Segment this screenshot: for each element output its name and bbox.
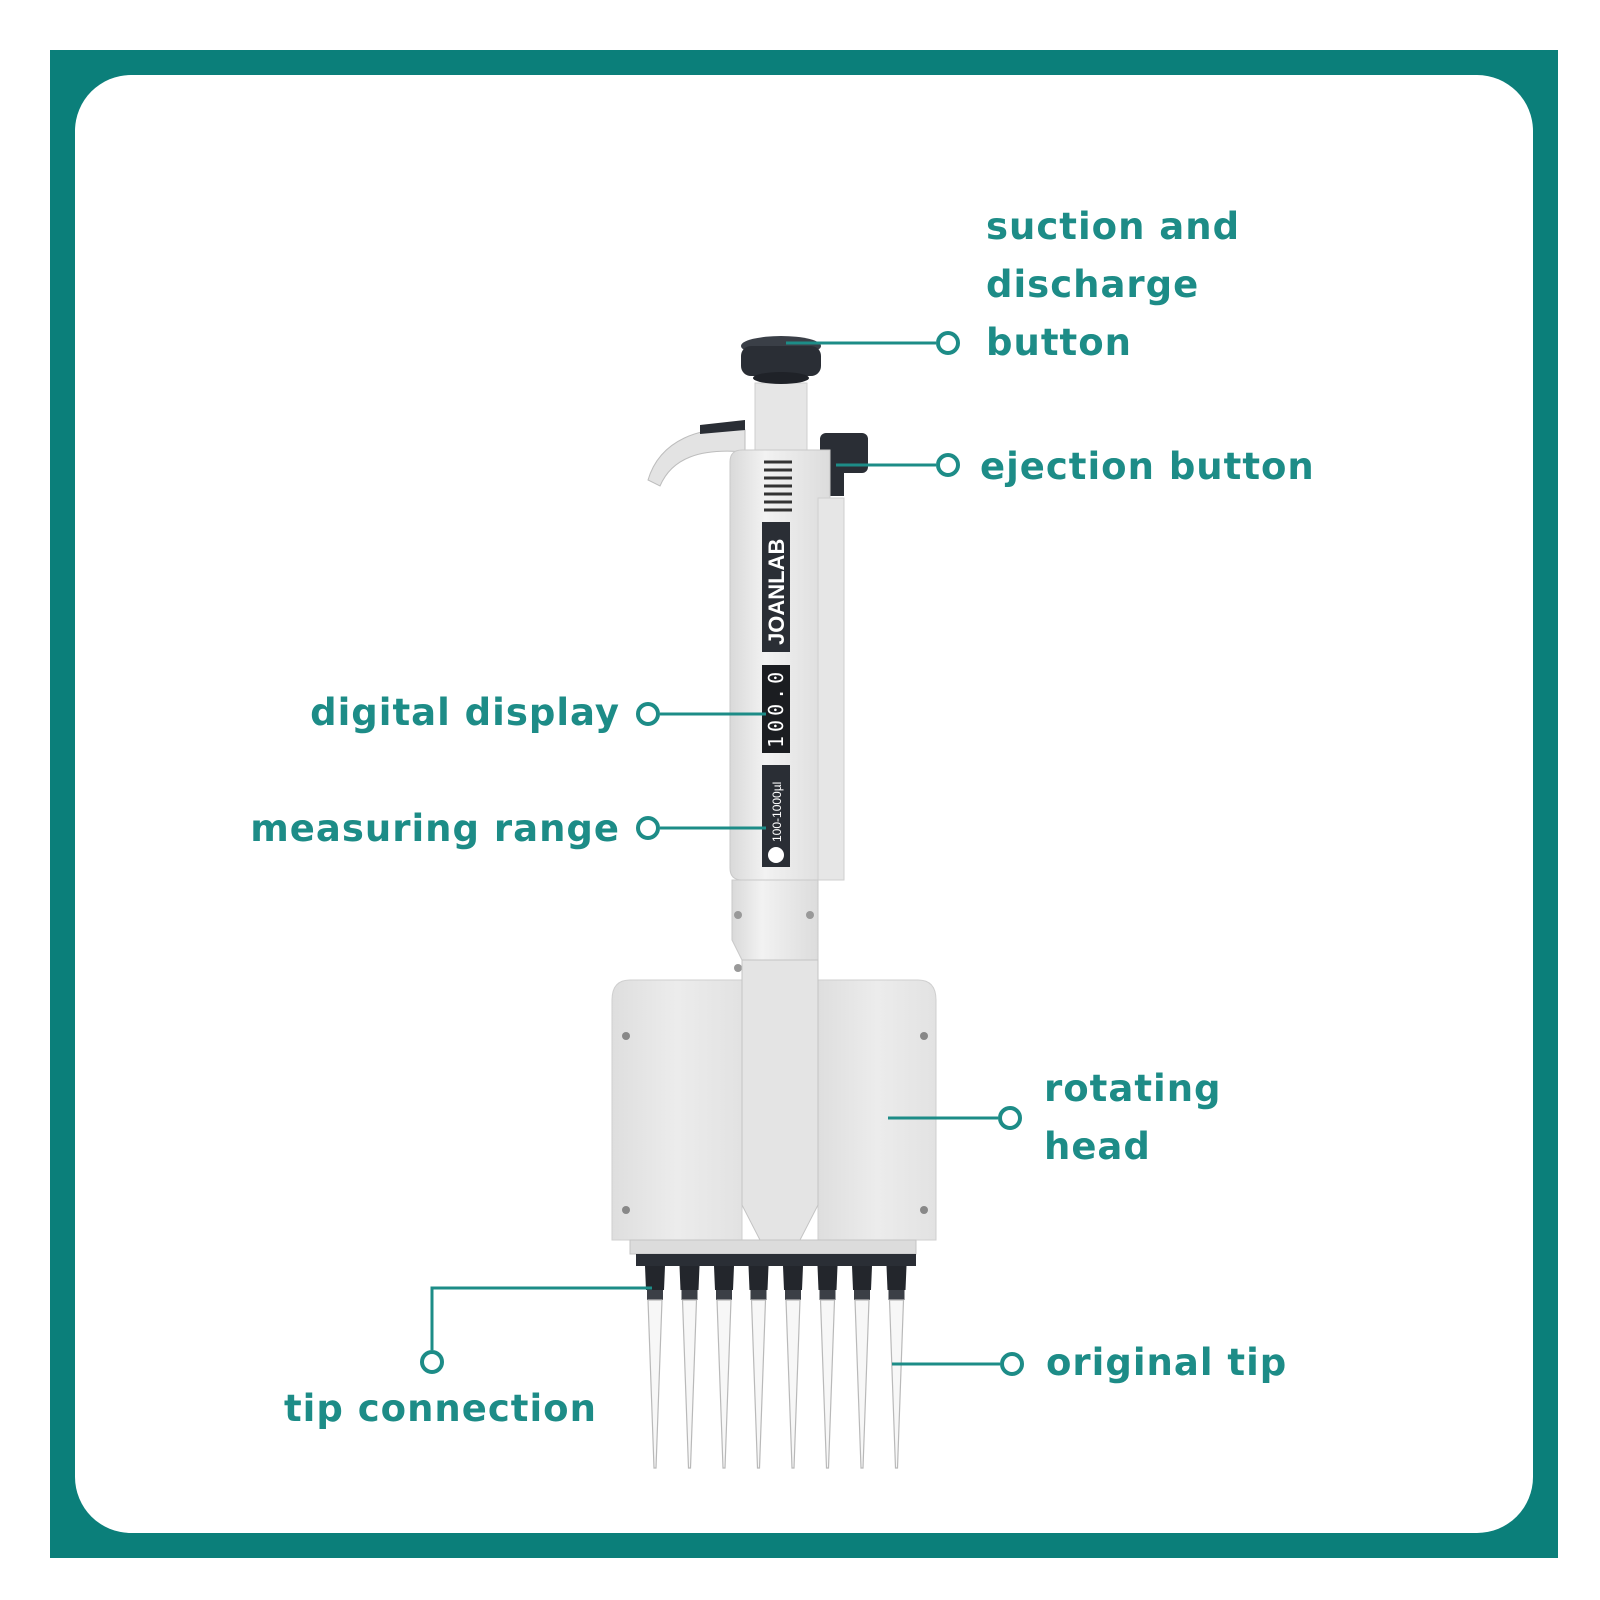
nozzle bbox=[679, 1266, 700, 1290]
display-value-text: 100.0 bbox=[764, 668, 788, 748]
label-suction-discharge-button: suction and discharge button bbox=[986, 205, 1241, 364]
pipette-tips bbox=[647, 1299, 905, 1469]
label-ejection-button: ejection button bbox=[980, 445, 1315, 488]
pipette-tip bbox=[888, 1299, 905, 1469]
nozzle-ring bbox=[819, 1290, 836, 1300]
nozzle bbox=[852, 1266, 872, 1290]
nozzle-bar bbox=[636, 1254, 916, 1266]
label-measuring-range: measuring range bbox=[250, 807, 620, 850]
grip-ridges bbox=[764, 460, 792, 512]
pipette-tip bbox=[785, 1299, 801, 1469]
nozzle-ring bbox=[750, 1290, 767, 1300]
range-text: 100-1000µl bbox=[770, 782, 784, 842]
nozzle-ring bbox=[888, 1290, 905, 1300]
nozzle-ring bbox=[681, 1290, 698, 1300]
leader-lines bbox=[420, 331, 1024, 1376]
pipette-tip bbox=[716, 1299, 732, 1469]
nozzle-ring bbox=[716, 1290, 732, 1300]
nozzle bbox=[748, 1266, 769, 1290]
nozzle-ring bbox=[647, 1290, 663, 1300]
brand-strip bbox=[762, 522, 790, 652]
nozzle-ring bbox=[785, 1290, 801, 1300]
nozzle-ring bbox=[854, 1290, 870, 1300]
digital-display-window bbox=[762, 665, 790, 753]
nozzle bbox=[714, 1266, 734, 1290]
brand-text: JOANLAB bbox=[764, 539, 789, 645]
label-rotating-head: rotating head bbox=[1044, 1067, 1222, 1168]
rotating-head-part bbox=[611, 959, 937, 1255]
pipette-tip bbox=[819, 1299, 836, 1469]
pipette-tip bbox=[647, 1299, 663, 1469]
nozzle bbox=[817, 1266, 838, 1290]
pipette-tip bbox=[681, 1299, 698, 1469]
pipette-tip bbox=[854, 1299, 870, 1469]
nozzle bbox=[645, 1266, 665, 1290]
nozzle bbox=[783, 1266, 803, 1290]
label-digital-display: digital display bbox=[310, 691, 620, 734]
nozzle bbox=[886, 1266, 907, 1290]
tip-nozzles bbox=[645, 1266, 907, 1300]
pipette-tip bbox=[750, 1299, 767, 1469]
plunger-button bbox=[741, 336, 821, 454]
label-original-tip: original tip bbox=[1046, 1341, 1288, 1384]
label-tip-connection: tip connection bbox=[284, 1387, 597, 1430]
